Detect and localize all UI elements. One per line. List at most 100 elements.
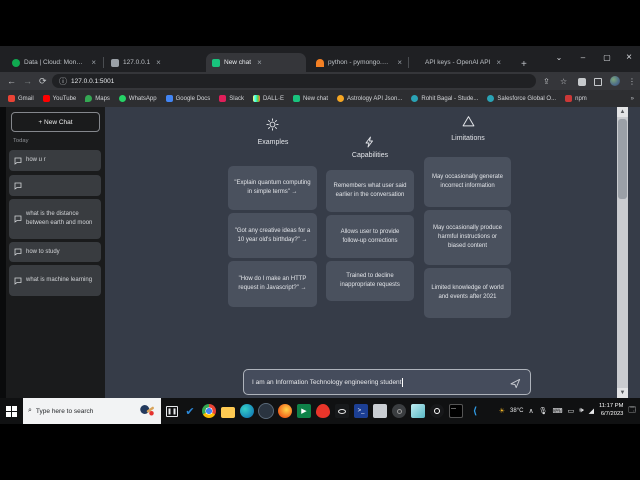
- microphone-icon[interactable]: 🎙: [538, 408, 548, 415]
- chat-bubble-icon: [14, 157, 22, 165]
- example-card[interactable]: "Got any creative ideas for a 10 year ol…: [228, 213, 317, 258]
- message-input[interactable]: I am an Information Technology engineeri…: [243, 369, 531, 395]
- bookmark-google-docs[interactable]: Google Docs: [165, 95, 210, 102]
- bookmark-youtube[interactable]: YouTube: [42, 95, 76, 102]
- bookmarks-overflow-chevron[interactable]: »: [630, 95, 634, 102]
- bookmarks-bar: Gmail YouTube Maps WhatsApp Google Docs …: [0, 90, 640, 107]
- minimize-button[interactable]: –: [580, 52, 586, 62]
- cube-app-icon[interactable]: [411, 404, 425, 418]
- sticky-notes-icon[interactable]: [373, 404, 387, 418]
- example-card[interactable]: "Explain quantum computing in simple ter…: [228, 166, 317, 210]
- reload-icon[interactable]: ⟳: [39, 75, 47, 86]
- terminal-icon[interactable]: ―: [449, 404, 463, 418]
- maximize-button[interactable]: ▢: [603, 52, 611, 62]
- site-info-icon[interactable]: ⓘ: [59, 76, 67, 86]
- chat-title: what is the distance between earth and m…: [26, 211, 93, 226]
- windows-taskbar: ⌕ Type here to search ❚❚ ✔ ▶ >_ ― ⟨ ☀ 38…: [0, 398, 640, 424]
- npm-icon: [565, 95, 573, 102]
- powershell-icon[interactable]: >_: [354, 404, 368, 418]
- vscode-icon[interactable]: ⟨: [472, 405, 478, 417]
- capabilities-column-title: Capabilities: [351, 152, 389, 159]
- tab-stackoverflow[interactable]: python - pymongo.errors.Se... ×: [310, 53, 408, 72]
- file-explorer-icon[interactable]: [221, 406, 235, 418]
- chrome-active-window-icon[interactable]: [258, 403, 274, 419]
- forward-icon[interactable]: →: [23, 76, 32, 86]
- tab-separator: [408, 57, 409, 68]
- maps-pin-icon: [85, 95, 93, 102]
- chat-app-page: + New Chat Today how u r what is the dis…: [0, 107, 640, 398]
- tab-close-icon[interactable]: ×: [257, 58, 262, 67]
- capability-card: Remembers what user said earlier in the …: [326, 170, 414, 212]
- scroll-up-arrow[interactable]: ▲: [617, 107, 628, 117]
- taskbar-clock[interactable]: 11:17 PM 6/7/2023: [599, 403, 623, 418]
- back-icon[interactable]: ←: [7, 76, 16, 86]
- example-card[interactable]: "How do I make an HTTP request in Javasc…: [228, 261, 317, 307]
- windows-start-button[interactable]: [6, 405, 17, 417]
- tab-openai[interactable]: API keys - OpenAI API ×: [411, 53, 511, 72]
- profile-avatar[interactable]: [610, 76, 620, 86]
- address-bar[interactable]: ⓘ 127.0.0.1:5001: [52, 74, 536, 88]
- chat-history-item[interactable]: how u r: [9, 150, 101, 171]
- camera-icon[interactable]: [392, 404, 406, 418]
- scrollbar-thumb[interactable]: [618, 119, 627, 199]
- chat-history-item[interactable]: what is machine learning: [9, 265, 101, 296]
- bookmark-salesforce[interactable]: Salesforce Global O...: [487, 95, 556, 102]
- brave-icon[interactable]: [316, 404, 330, 418]
- weather-sun-icon[interactable]: ☀: [498, 408, 506, 415]
- volume-icon[interactable]: 🕪: [579, 407, 584, 414]
- tab-close-icon[interactable]: ×: [496, 58, 502, 67]
- bookmark-maps[interactable]: Maps: [85, 95, 110, 102]
- tab-localhost[interactable]: 127.0.0.1 ×: [105, 53, 203, 72]
- action-center-icon[interactable]: 🗔: [628, 406, 636, 414]
- task-view-icon[interactable]: ❚❚: [166, 405, 178, 417]
- hidden-icons-chevron[interactable]: ∧: [528, 408, 534, 415]
- tab-new-chat[interactable]: New chat ×: [206, 53, 306, 72]
- new-chat-button[interactable]: + New Chat: [11, 112, 100, 132]
- chat-bubble-icon: [14, 215, 22, 223]
- media-player-icon[interactable]: ▶: [297, 404, 311, 418]
- kebab-menu-icon[interactable]: ⋮: [628, 77, 636, 86]
- bookmark-slack[interactable]: Slack: [219, 95, 244, 102]
- tab-menu-chevron-icon[interactable]: ⌄: [555, 52, 563, 62]
- edge-icon[interactable]: [240, 404, 254, 418]
- chrome-icon[interactable]: [202, 404, 216, 418]
- obs-studio-icon[interactable]: [430, 404, 444, 418]
- bookmark-new-chat[interactable]: New chat: [292, 95, 328, 102]
- limitation-card: May occasionally generate incorrect info…: [424, 157, 511, 207]
- taskbar-search-box[interactable]: ⌕ Type here to search: [23, 398, 161, 424]
- chatgpt-icon: [292, 95, 300, 102]
- bookmark-rohit-bagal[interactable]: Rohit Bagal - Stude...: [411, 95, 478, 102]
- google-docs-icon: [165, 95, 173, 102]
- scroll-down-arrow[interactable]: ▼: [617, 388, 628, 398]
- tab-close-icon[interactable]: ×: [156, 58, 161, 67]
- bookmark-whatsapp[interactable]: WhatsApp: [118, 95, 157, 102]
- keyboard-icon[interactable]: ⌨: [552, 408, 563, 415]
- extensions-icon[interactable]: [578, 78, 586, 86]
- bookmark-astrology-api[interactable]: Astrology API Json...: [337, 95, 402, 102]
- send-icon[interactable]: [510, 378, 521, 389]
- bookmark-dalle[interactable]: DALL·E: [252, 95, 284, 102]
- firefox-icon[interactable]: [278, 404, 292, 418]
- bookmark-gmail[interactable]: Gmail: [8, 95, 34, 102]
- salesforce-cloud-icon: [487, 95, 495, 102]
- bookmark-star-icon[interactable]: ☆: [560, 77, 568, 86]
- capability-card: Allows user to provide follow-up correct…: [326, 215, 414, 258]
- tab-mongodb[interactable]: Data | Cloud: MongoDB Clou... ×: [6, 53, 102, 72]
- temperature-readout[interactable]: 38°C: [510, 408, 524, 414]
- page-scrollbar[interactable]: ▲ ▼: [617, 107, 628, 398]
- share-icon[interactable]: ⇪: [543, 77, 550, 86]
- oval-app-icon[interactable]: [335, 404, 349, 418]
- close-window-button[interactable]: ×: [626, 51, 632, 63]
- chat-history-item[interactable]: what is the distance between earth and m…: [9, 199, 101, 239]
- stackoverflow-favicon: [316, 58, 324, 67]
- tab-close-icon[interactable]: ×: [397, 58, 402, 67]
- network-icon[interactable]: ◢: [588, 408, 595, 415]
- tab-close-icon[interactable]: ×: [91, 58, 96, 67]
- chat-history-item[interactable]: [9, 175, 101, 196]
- battery-icon[interactable]: ▭: [567, 408, 575, 415]
- chat-history-item[interactable]: how to study: [9, 242, 101, 262]
- tab-group-icon[interactable]: [594, 78, 602, 86]
- todo-check-icon[interactable]: ✔: [185, 405, 195, 418]
- bookmark-npm[interactable]: npm: [565, 95, 587, 102]
- new-tab-button[interactable]: +: [521, 59, 527, 70]
